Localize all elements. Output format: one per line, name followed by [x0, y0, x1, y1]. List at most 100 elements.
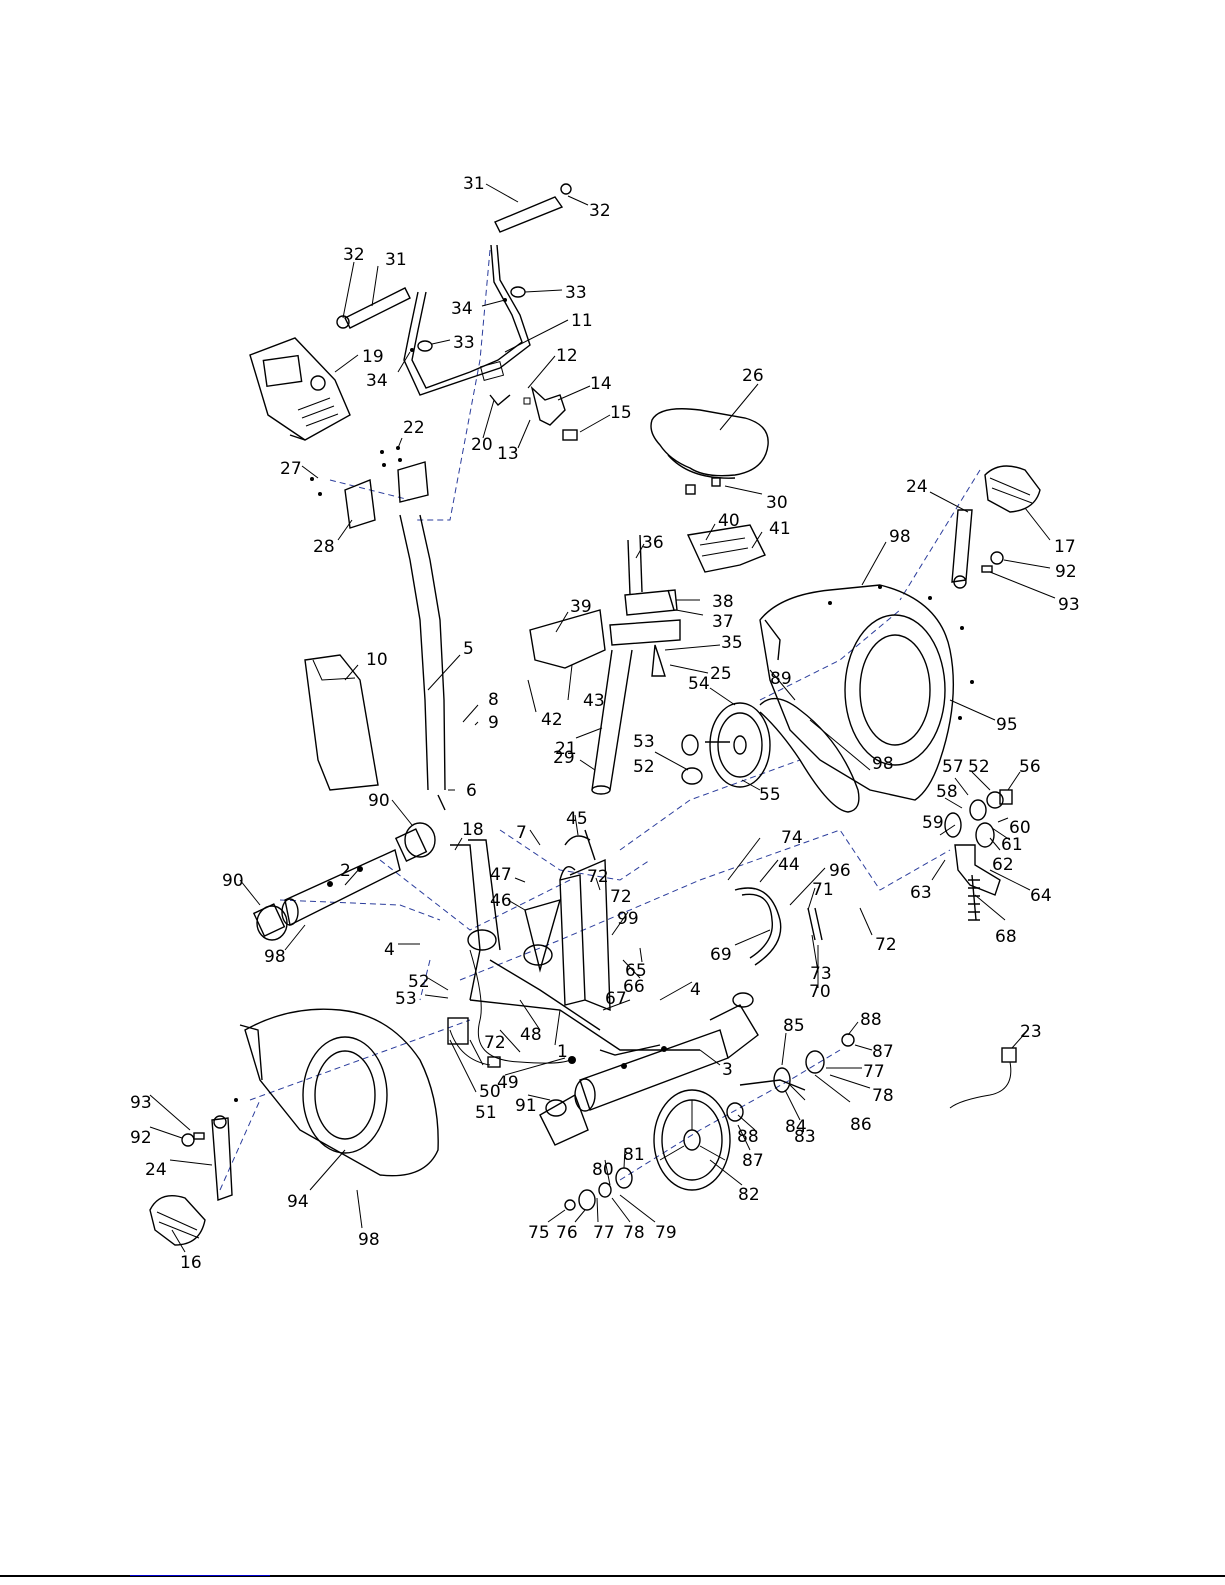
part-label: 76 [556, 1223, 578, 1243]
assembly-guide-lines [219, 249, 981, 1191]
part-label: 70 [809, 982, 831, 1002]
part-label: 3 [722, 1060, 733, 1080]
part-label: 72 [610, 887, 632, 907]
part-label: 4 [384, 940, 395, 960]
part-label: 51 [475, 1103, 497, 1123]
pulley-and-belt [681, 697, 860, 813]
part-label: 21 [555, 739, 577, 759]
part-label: 78 [623, 1223, 645, 1243]
part-label: 94 [287, 1192, 309, 1212]
part-label: 92 [130, 1128, 152, 1148]
part-label: 38 [712, 592, 734, 612]
left-crank-pedal [149, 1115, 233, 1246]
part-label: 65 [625, 961, 647, 981]
part-label: 40 [718, 511, 740, 531]
part-label: 69 [710, 945, 732, 965]
part-label: 26 [742, 366, 764, 386]
part-label: 28 [313, 537, 335, 557]
footer-link-underline [130, 1575, 270, 1576]
part-label: 18 [462, 820, 484, 840]
part-label: 19 [362, 347, 384, 367]
seat [650, 408, 769, 495]
power-adapter [949, 1047, 1017, 1109]
part-label: 55 [759, 785, 781, 805]
part-label: 72 [484, 1033, 506, 1053]
part-label: 73 [810, 964, 832, 984]
part-label: 96 [829, 861, 851, 881]
part-label: 57 [942, 757, 964, 777]
part-label: 88 [860, 1010, 882, 1030]
left-shroud [234, 1008, 439, 1177]
part-label: 66 [623, 977, 645, 997]
front-stabilizer [252, 822, 436, 941]
part-label: 35 [721, 633, 743, 653]
part-label: 42 [541, 710, 563, 730]
part-label: 53 [395, 989, 417, 1009]
part-label: 2 [340, 861, 351, 881]
part-label: 48 [520, 1025, 542, 1045]
part-label: 93 [130, 1093, 152, 1113]
part-label: 71 [812, 880, 834, 900]
part-label: 87 [742, 1151, 764, 1171]
part-label: 58 [936, 782, 958, 802]
part-label: 17 [1054, 537, 1076, 557]
part-label: 47 [490, 865, 512, 885]
part-label: 72 [587, 867, 609, 887]
flywheel [564, 1033, 855, 1211]
part-label: 5 [463, 639, 474, 659]
part-label: 54 [688, 674, 710, 694]
main-frame [450, 829, 700, 1056]
part-label: 44 [778, 855, 800, 875]
part-label: 98 [264, 947, 286, 967]
part-label: 12 [556, 346, 578, 366]
upright-cover [304, 654, 379, 791]
part-label: 31 [385, 250, 407, 270]
tension-brake [734, 789, 1013, 966]
part-labels: 31 32 32 31 34 33 11 33 19 34 12 14 20 1… [130, 174, 1080, 1273]
part-label: 99 [617, 909, 639, 929]
part-label: 8 [488, 690, 499, 710]
part-label: 16 [180, 1253, 202, 1273]
part-label: 77 [593, 1223, 615, 1243]
part-label: 85 [783, 1016, 805, 1036]
part-label: 7 [516, 823, 527, 843]
part-label: 82 [738, 1185, 760, 1205]
console [249, 337, 351, 441]
part-label: 52 [408, 972, 430, 992]
footer-rule [0, 1575, 1225, 1577]
part-label: 33 [453, 333, 475, 353]
part-label: 60 [1009, 818, 1031, 838]
upright-tube [310, 446, 446, 811]
part-label: 98 [872, 754, 894, 774]
part-label: 24 [145, 1160, 167, 1180]
part-label: 50 [479, 1082, 501, 1102]
part-label: 4 [690, 980, 701, 1000]
part-label: 45 [566, 809, 588, 829]
part-label: 87 [872, 1042, 894, 1062]
seat-post [591, 534, 681, 795]
part-label: 24 [906, 477, 928, 497]
part-label: 10 [366, 650, 388, 670]
part-label: 93 [1058, 595, 1080, 615]
part-label: 20 [471, 435, 493, 455]
part-label: 68 [995, 927, 1017, 947]
part-label: 32 [343, 245, 365, 265]
part-label: 49 [497, 1073, 519, 1093]
part-label: 41 [769, 519, 791, 539]
part-label: 90 [222, 871, 244, 891]
part-label: 6 [466, 781, 477, 801]
part-label: 52 [633, 757, 655, 777]
part-label: 22 [403, 418, 425, 438]
part-label: 31 [463, 174, 485, 194]
part-label: 81 [623, 1145, 645, 1165]
part-label: 61 [1001, 835, 1023, 855]
part-label: 29 [553, 748, 575, 768]
part-label: 62 [992, 855, 1014, 875]
part-label: 90 [368, 791, 390, 811]
part-label: 75 [528, 1223, 550, 1243]
part-label: 11 [571, 311, 593, 331]
part-label: 86 [850, 1115, 872, 1135]
part-label: 14 [590, 374, 612, 394]
part-label: 84 [785, 1117, 807, 1137]
